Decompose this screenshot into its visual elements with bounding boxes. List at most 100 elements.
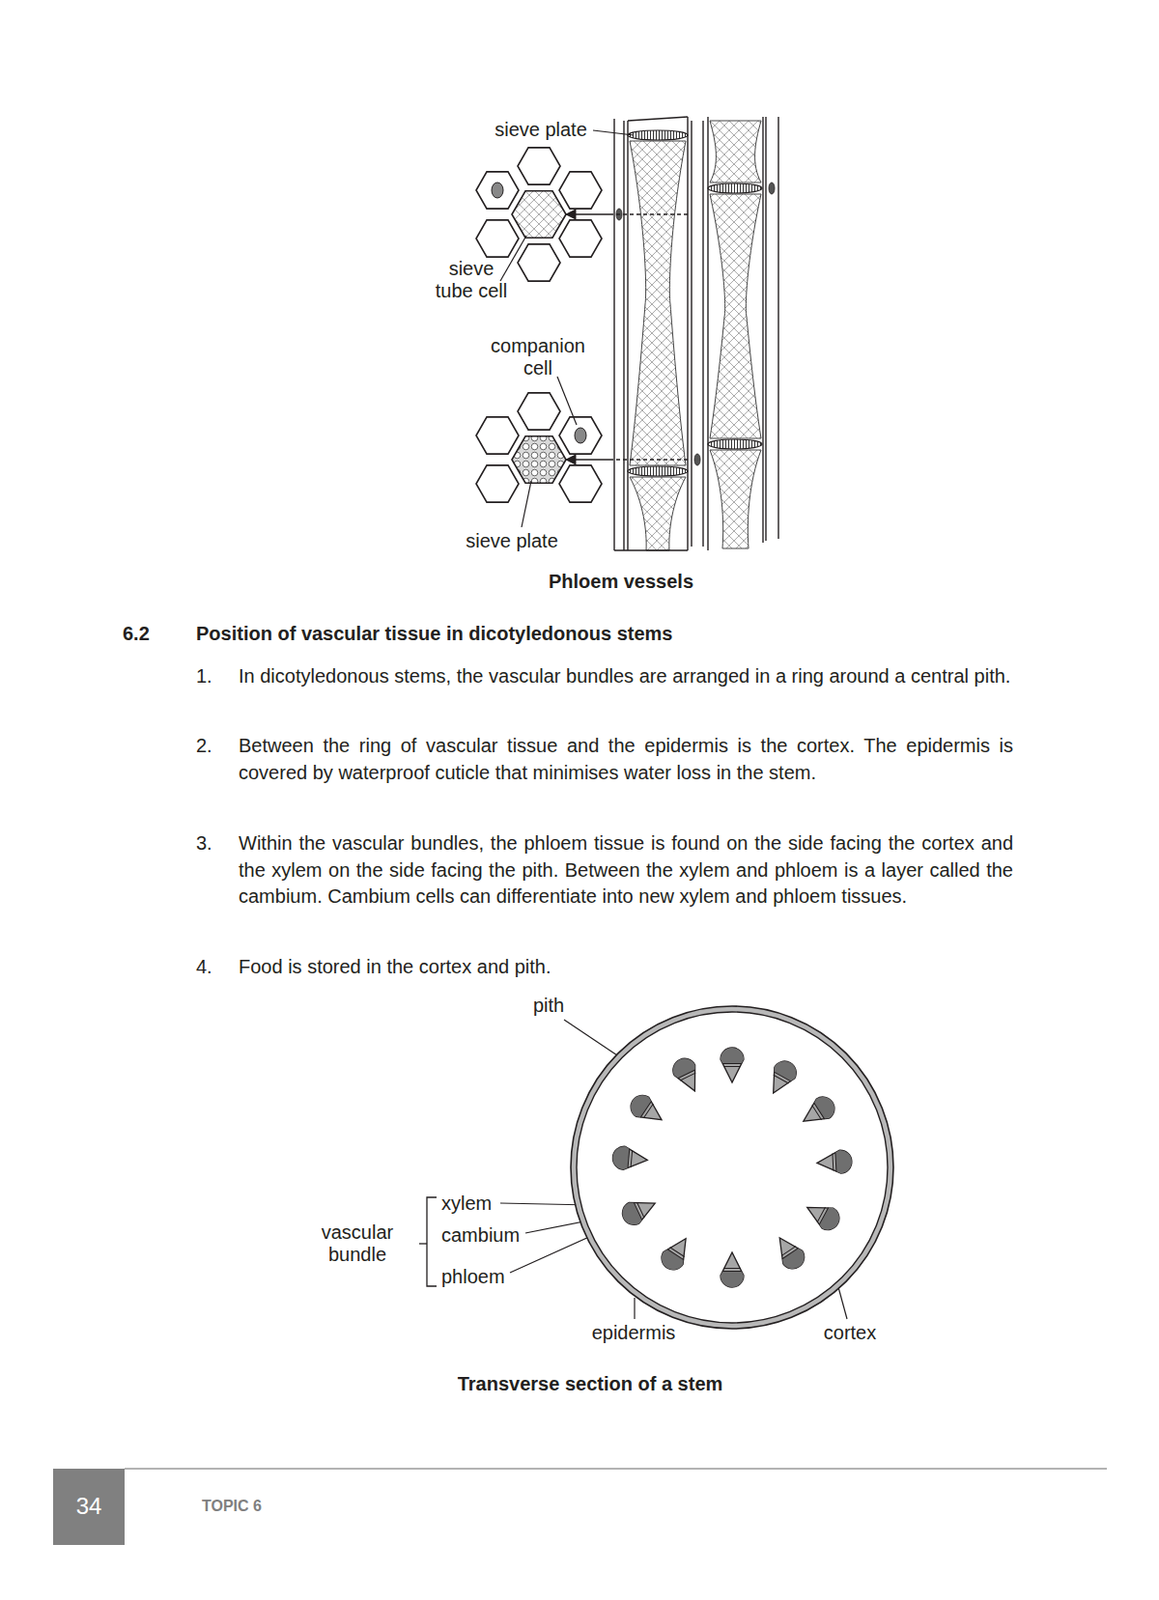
list-number: 1. [196, 663, 213, 691]
phloem-longitudinal [707, 183, 763, 194]
stem-section [576, 1012, 888, 1324]
list-text: In dicotyledonous stems, the vascular bu… [238, 663, 1014, 691]
leader-lines [633, 1298, 635, 1320]
pointer-arrows [565, 458, 613, 460]
leader-lines [521, 480, 532, 528]
sieve-plate-cross-section [476, 465, 519, 503]
vascular-bundle-shape [811, 1102, 824, 1121]
vascular-bundle-shape [722, 1269, 742, 1273]
leader-lines [500, 235, 527, 282]
bracket [419, 1197, 437, 1287]
vascular-bundle-shape [611, 1145, 649, 1172]
leader-lines [557, 376, 577, 425]
sieve-tube-cross-section [517, 147, 561, 185]
pointer-arrows [565, 213, 613, 215]
footer [53, 1469, 125, 1546]
phloem-longitudinal [706, 116, 708, 551]
vascular-bundle-shape [796, 1092, 839, 1131]
sieve-tube-cross-section [559, 171, 602, 209]
vascular-bundle-shape [656, 1232, 696, 1274]
vascular-bundle-shape [633, 1201, 645, 1220]
pointer-arrows [612, 458, 688, 460]
sieve-tube-cross-section [559, 220, 602, 257]
vascular-bundles [611, 1047, 852, 1288]
phloem-longitudinal [627, 466, 688, 477]
sieve-tube-cross-section [511, 191, 566, 238]
phloem-longitudinal [616, 182, 775, 466]
leader-lines [593, 130, 634, 136]
sieve-plate-cross-section [559, 465, 602, 503]
part-label: vascular bundle [313, 1221, 401, 1267]
phloem-longitudinal [777, 116, 779, 539]
sieve-plate-cross-section [476, 417, 519, 454]
vascular-bundle-shape [625, 1091, 668, 1131]
vascular-bundle-shape [625, 1091, 668, 1131]
stem-section [570, 1006, 894, 1329]
pointer-arrows [612, 213, 688, 215]
part-label: companion cell [483, 335, 593, 380]
part-label: sieve tube cell [430, 257, 512, 303]
vascular-bundle-shape [720, 1047, 744, 1065]
vascular-bundle-shape [619, 1192, 661, 1229]
sieve-plate-cross-section [511, 436, 566, 483]
vascular-bundle-shape [769, 1231, 809, 1273]
sieve-tube-cross-section [476, 220, 519, 257]
footer [124, 1468, 1107, 1470]
vascular-bundle-shape [611, 1145, 649, 1172]
vascular-bundle-shape [801, 1197, 844, 1235]
phloem-longitudinal [614, 116, 779, 551]
list-text: Food is stored in the cortex and pith. [238, 954, 1014, 982]
phloem-longitudinal [614, 549, 688, 551]
section-number: 6.2 [122, 622, 150, 646]
list-number: 4. [196, 954, 213, 982]
list-text: Between the ring of vascular tissue and … [238, 733, 1014, 787]
phloem-longitudinal [613, 118, 615, 551]
phloem-longitudinal [627, 130, 763, 477]
footer-topic: TOPIC 6 [201, 1498, 262, 1516]
sieve-plate-cross-section [559, 417, 602, 454]
phloem-longitudinal [707, 439, 763, 450]
phloem-longitudinal [614, 116, 779, 551]
phloem-longitudinal [764, 116, 766, 541]
list-text: Within the vascular bundles, the phloem … [238, 830, 1014, 911]
part-label: cambium [441, 1224, 520, 1247]
vascular-bundle-shape [720, 1252, 744, 1288]
vascular-bundle-shape [832, 1152, 837, 1172]
phloem-longitudinal [709, 450, 762, 549]
phloem-longitudinal [709, 194, 762, 439]
vascular-bundle-shape [611, 1145, 630, 1170]
vascular-bundle-shape [720, 1047, 744, 1083]
sieve-plate-cross-section [574, 427, 587, 444]
phloem-longitudinal [629, 141, 686, 466]
page-number: 34 [76, 1493, 103, 1521]
vascular-bundle-shape [627, 1149, 633, 1169]
bracket [419, 1243, 427, 1244]
list-number: 2. [196, 733, 213, 761]
bracket [426, 1197, 437, 1287]
vascular-bundle-shape [667, 1246, 685, 1260]
vascular-bundle-shape [669, 1054, 706, 1097]
part-label: xylem [441, 1192, 492, 1216]
phloem-longitudinal [626, 120, 628, 551]
vascular-bundle-shape [720, 1272, 744, 1289]
phloem-longitudinal [629, 477, 686, 551]
vascular-bundle-shape [640, 1102, 654, 1120]
vascular-bundle-shape [678, 1070, 697, 1081]
vascular-bundle-shape [763, 1057, 800, 1100]
vascular-bundle-shape [619, 1192, 661, 1229]
figure-caption: Phloem vessels [548, 570, 694, 594]
part-label: phloem [441, 1266, 506, 1289]
sieve-plate-cross-section [476, 393, 602, 503]
sieve-tube-cross-section [476, 171, 519, 209]
phloem-longitudinal [622, 120, 624, 551]
vascular-bundle-shape [720, 1252, 744, 1288]
vascular-bundle-shape [816, 1150, 852, 1176]
phloem-longitudinal [768, 182, 775, 195]
phloem-longitudinal [709, 120, 762, 183]
vascular-bundle-shape [835, 1150, 853, 1175]
part-label: sieve plate [494, 118, 588, 142]
vascular-bundle-shape [769, 1231, 809, 1273]
sieve-plate-cross-section [517, 393, 561, 430]
